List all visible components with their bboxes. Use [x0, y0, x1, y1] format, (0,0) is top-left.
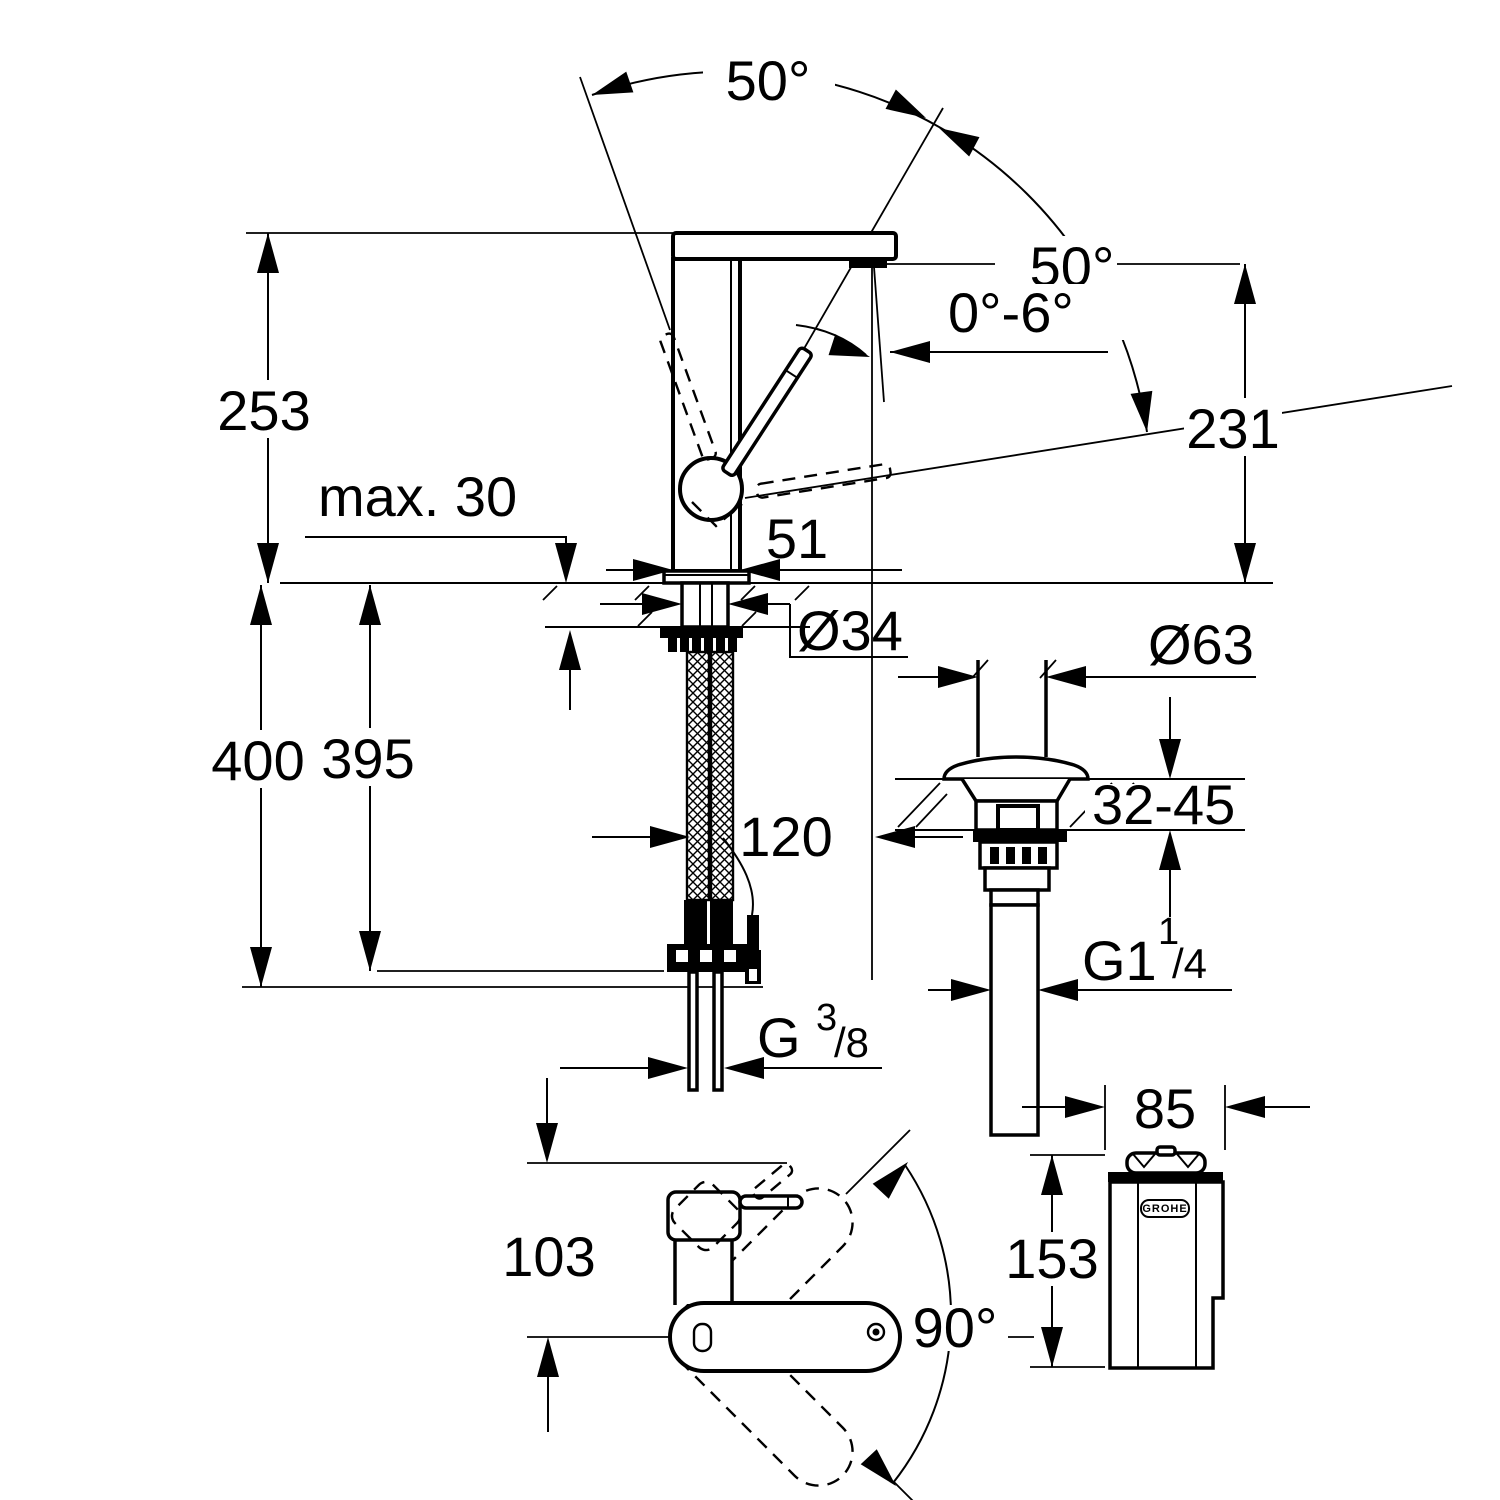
hose-connector-right: [710, 900, 733, 944]
supply-pipe-left: [687, 970, 699, 1092]
faucet-body: [671, 257, 742, 573]
lever-dashed-left: [659, 332, 717, 461]
top-view: [527, 1078, 1034, 1500]
hose-connector-left: [684, 900, 707, 944]
supply-hose-left: [685, 650, 711, 902]
lever-dashed-chevron: [691, 501, 743, 528]
drain-thread-pipe: [989, 903, 1040, 1137]
label-side-width-85: 85: [1134, 1077, 1196, 1140]
front-view: [579, 70, 1453, 980]
label-spout-231: 231: [1186, 397, 1279, 460]
body-top-plate: [1108, 1172, 1223, 1182]
counter-hatch: [542, 585, 810, 627]
label-drain-thread-base: G1: [1082, 929, 1157, 992]
label-swivel-90: 90°: [913, 1296, 998, 1359]
body-neck-top: [673, 1240, 734, 1305]
lever-dashed-down: [755, 462, 892, 499]
washer-teeth: [668, 638, 737, 652]
drain-neck: [960, 778, 1072, 803]
spout-slot: [692, 1322, 713, 1353]
brand-logo-badge: [1140, 1199, 1190, 1218]
label-hose-400: 400: [211, 729, 304, 792]
label-supply-thread: G 3 /8: [757, 997, 869, 1069]
base-flange: [662, 569, 751, 585]
lever-closed-line: [744, 385, 1453, 499]
aerator: [849, 259, 887, 268]
label-hose-395: 395: [321, 727, 414, 790]
lever-top-dashed: [751, 1162, 794, 1200]
drain-detail: [895, 659, 1256, 1137]
label-drain-thread-sub: /4: [1172, 940, 1207, 987]
label-drain-dia: Ø63: [1148, 613, 1254, 676]
lever-handle: [721, 346, 813, 477]
lever-top-view: [738, 1194, 804, 1210]
sensor-cable: [722, 837, 754, 916]
label-height-253: 253: [217, 379, 310, 442]
label-angle-top: 50°: [726, 49, 811, 112]
spray-angle-arc: [795, 324, 867, 356]
supply-hose-right: [709, 650, 735, 902]
supply-pipe-right: [712, 970, 724, 1092]
cartridge-housing-top: [666, 1190, 742, 1242]
label-reach-120: 120: [739, 805, 832, 868]
label-height-153: 153: [1005, 1227, 1098, 1290]
threaded-shank: [680, 581, 730, 629]
label-shank-dia: Ø34: [797, 599, 903, 662]
mounting-nut: [660, 627, 743, 638]
brand-logo-text: GROHE: [1142, 1203, 1187, 1215]
drain-window: [996, 804, 1040, 832]
drain-flange: [973, 830, 1067, 842]
label-body-51: 51: [766, 507, 828, 570]
lever-side-view: [1125, 1145, 1207, 1175]
label-drain-deck-range: 32-45: [1092, 773, 1235, 836]
drain-pipe-top: [976, 660, 1048, 757]
drain-counter-hatch: [897, 782, 1135, 828]
spray-tilt-line: [873, 266, 885, 403]
label-spray-angle: 0°-6°: [948, 281, 1074, 344]
drain-cap: [942, 755, 1090, 781]
dimension-labels: 50° 50° 0°-6° 253 max. 30 51 231 Ø34 Ø63…: [211, 38, 1282, 1359]
label-drain-thread: G1 1 /4: [1082, 911, 1207, 992]
housing-swivel-dashed: [670, 1180, 742, 1252]
label-deck-max: max. 30: [318, 465, 517, 528]
spout-top-bar: [671, 231, 898, 261]
label-depth-103: 103: [502, 1225, 595, 1288]
side-view: GROHE: [1022, 1085, 1310, 1370]
label-drain-thread-sup: 1: [1158, 911, 1179, 953]
label-supply-thread-sup: 3: [816, 997, 837, 1039]
label-supply-thread-base: G: [757, 1006, 801, 1069]
countertop-mounting: [242, 581, 1273, 1092]
lever-open-left-line: [579, 76, 671, 331]
label-supply-thread-sub: /8: [834, 1019, 869, 1066]
spout-top-view: [668, 1301, 902, 1373]
front-dimensions: [246, 232, 1256, 1079]
cable-plug: [745, 915, 761, 984]
